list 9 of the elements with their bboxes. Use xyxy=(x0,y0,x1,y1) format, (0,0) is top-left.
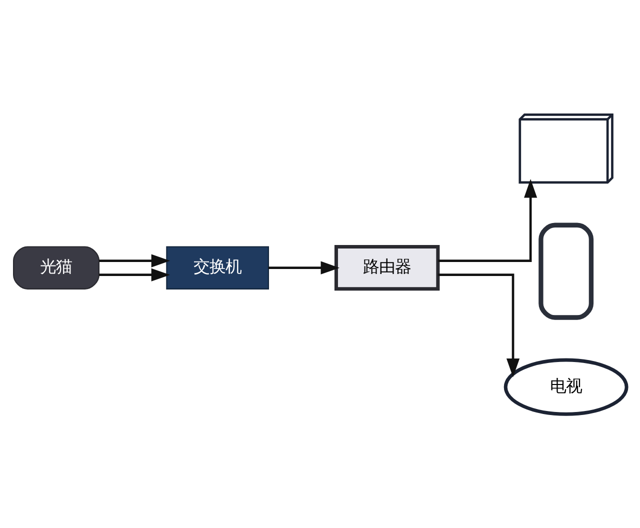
arrow xyxy=(268,260,340,274)
node-box: 路由器 xyxy=(334,244,440,290)
node-phone xyxy=(538,222,594,320)
arrow xyxy=(99,268,170,281)
node-box: 交换机 xyxy=(166,246,269,289)
arrow xyxy=(438,178,538,262)
node-box: 光猫 xyxy=(13,246,100,289)
arrow xyxy=(99,254,170,267)
arrow xyxy=(438,273,520,377)
